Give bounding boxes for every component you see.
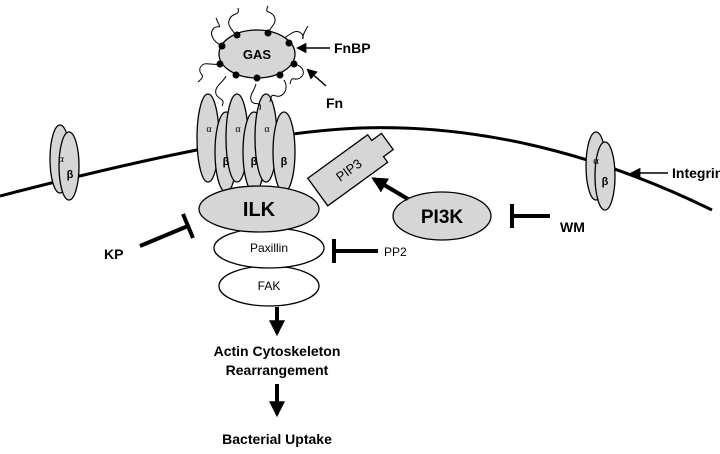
alpha-subunit-label: α: [593, 155, 599, 167]
alpha-subunit-label: α: [235, 124, 241, 135]
fnbp-dots: [216, 29, 298, 82]
beta-subunit-label: β: [281, 156, 288, 168]
integrin-cluster: α α α β β β: [196, 93, 296, 193]
fibronectin-strands: [197, 5, 309, 111]
beta-subunit-label: β: [251, 156, 258, 168]
gas-label: GAS: [243, 47, 272, 62]
alpha-subunit-label: α: [264, 124, 270, 135]
fn-label: Fn: [326, 95, 343, 111]
fn-pointer-arrow: [306, 68, 327, 87]
beta-subunit-label: β: [602, 176, 609, 188]
fak-label: FAK: [258, 279, 281, 293]
beta-subunit-label: β: [67, 169, 74, 181]
pi3k-label: PI3K: [421, 207, 464, 228]
actin-rearrangement-label-line2: Rearrangement: [226, 362, 329, 378]
integrin-right: α β: [585, 131, 616, 211]
pi3k-node: [392, 191, 492, 241]
alpha-subunit-label: α: [206, 124, 212, 135]
kp-label: KP: [104, 246, 123, 262]
actin-rearrangement-label-line1: Actin Cytoskeleton: [214, 343, 341, 359]
alpha-subunit-label: α: [58, 153, 64, 165]
gas-bacterium: GAS: [216, 29, 298, 82]
bacterial-uptake-label: Bacterial Uptake: [222, 431, 332, 447]
integrin-left: α β: [49, 124, 80, 201]
fnbp-label: FnBP: [334, 40, 371, 56]
paxillin-label: Paxillin: [250, 241, 288, 255]
pip3-lipid: PIP3: [306, 132, 395, 207]
ilk-node: [198, 185, 320, 233]
wm-label: WM: [560, 219, 585, 235]
pp2-label: PP2: [384, 245, 407, 259]
kp-inhibition-line: [139, 224, 189, 248]
pi3k-to-pip3-arrow: [371, 177, 410, 201]
kp-inhibition-bar: [181, 213, 195, 239]
ilk-label: ILK: [243, 199, 276, 221]
integrin-label: Integrin: [672, 165, 720, 181]
beta-subunit-label: β: [223, 156, 230, 168]
